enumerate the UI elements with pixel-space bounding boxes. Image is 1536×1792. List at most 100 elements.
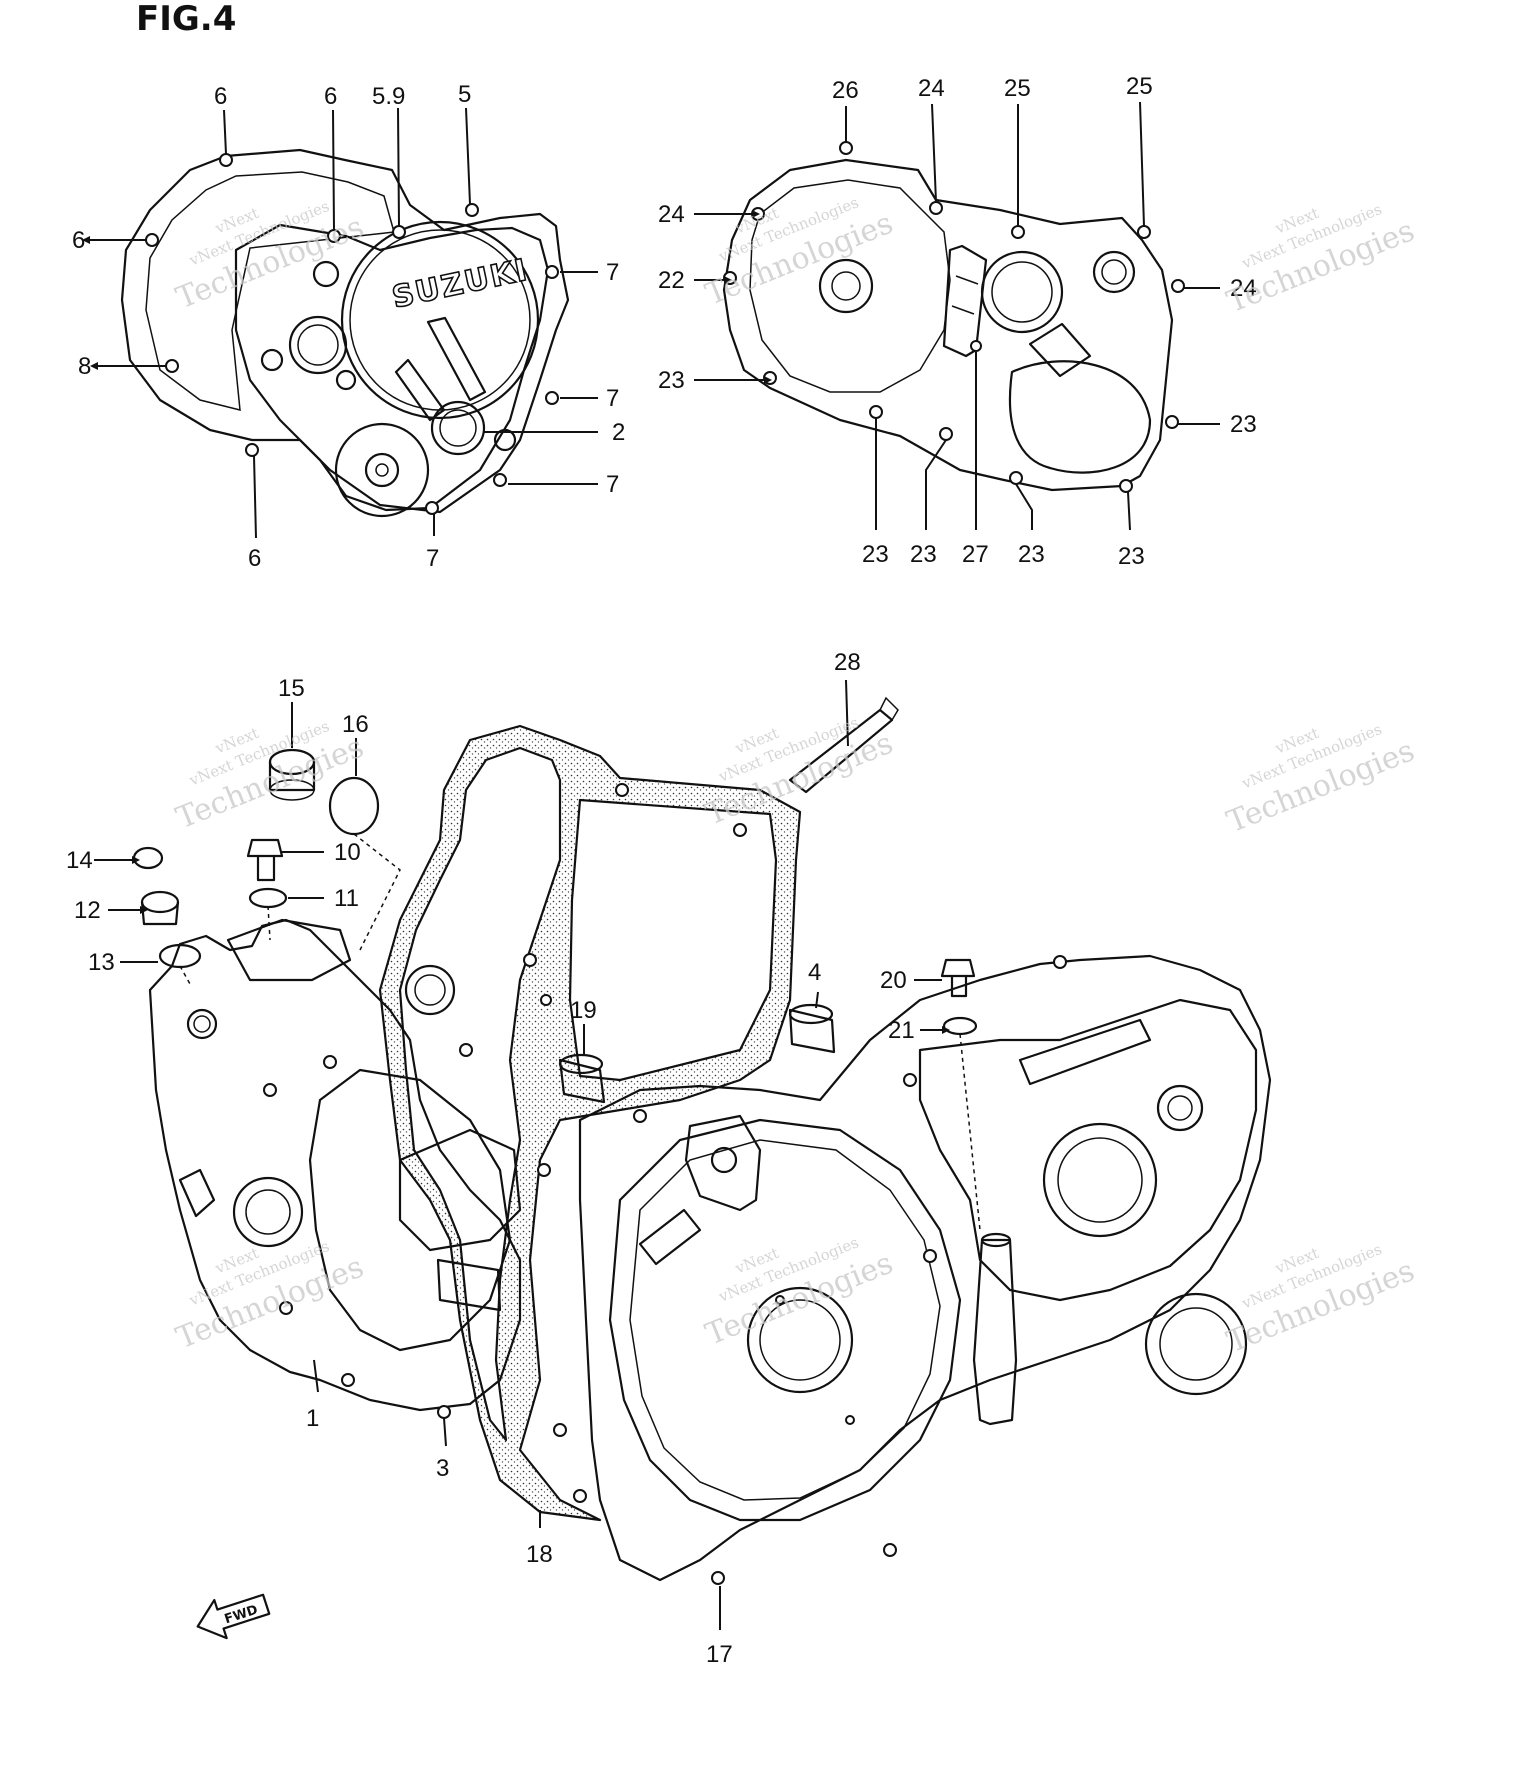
watermark: vNext vNext Technologies Technologies — [1222, 200, 1419, 320]
dowel-pin-4 — [788, 1008, 836, 1054]
callout-8: 8 — [78, 353, 91, 380]
gasket-strap — [942, 244, 988, 358]
crankcase-bolt-holes — [263, 783, 1067, 1585]
callout-24: 24 — [918, 75, 945, 102]
water-pump-bolt — [375, 463, 389, 477]
watermark: vNext vNext Technologies Technologies — [171, 197, 368, 316]
clutch-dome — [340, 220, 540, 420]
bolt-20 — [940, 958, 976, 998]
cover-rib — [426, 316, 487, 402]
oil-sight-window-inner — [439, 409, 477, 447]
magneto-gasket-inner — [749, 179, 951, 393]
callout-7: 7 — [426, 545, 439, 572]
left-case-boss — [398, 1128, 522, 1252]
gasket-window — [568, 798, 778, 1082]
crankcase-gasket-inner — [398, 746, 562, 1442]
breather-tube-top — [980, 1232, 1012, 1248]
callout-5-9: 5.9 — [372, 83, 405, 110]
right-cover-gasket — [722, 141, 1185, 493]
top-mount-boss — [684, 1114, 762, 1212]
callout-25: 25 — [1126, 73, 1153, 100]
left-case-ridge-2 — [436, 1258, 502, 1312]
magneto-gasket-outline — [722, 158, 1174, 492]
right-case-dome-rim — [629, 1139, 941, 1501]
watermark: vNext vNext Technologies Technologies — [1222, 720, 1419, 840]
callout-20: 20 — [880, 967, 907, 994]
callout-1: 1 — [306, 1405, 319, 1432]
dowel-pin-4-end — [788, 1003, 834, 1025]
cover-rib-2 — [394, 358, 446, 422]
rear-plug-inner — [1167, 1095, 1193, 1121]
callout-2: 2 — [612, 419, 625, 446]
callout-7: 7 — [606, 385, 619, 412]
callout-3: 3 — [436, 1455, 449, 1482]
callout-18: 18 — [526, 1541, 553, 1568]
callout-7: 7 — [606, 259, 619, 286]
crank-opening — [980, 250, 1064, 334]
top-mount-hole — [710, 1146, 738, 1174]
left-case-flange — [226, 918, 352, 982]
gasket-strap-2 — [955, 275, 979, 285]
left-crankcase-half — [148, 918, 522, 1412]
rear-bearing-bore — [1042, 1122, 1158, 1238]
crank-seal-bore-inner — [759, 1299, 841, 1381]
watermark: vNext vNext Technologies Technologies — [1222, 1240, 1419, 1360]
callout-25: 25 — [1004, 75, 1031, 102]
callout-5: 5 — [458, 81, 471, 108]
oil-sight-window — [430, 400, 486, 456]
callout-14: 14 — [66, 847, 93, 874]
washer-13 — [158, 943, 202, 969]
cover-boss — [312, 260, 340, 288]
callout-11: 11 — [334, 885, 359, 912]
watermark: vNext vNext Technologies Technologies — [701, 193, 898, 312]
callout-21: 21 — [888, 1017, 915, 1044]
rear-seal-bore — [1144, 1292, 1248, 1396]
rear-plug — [1156, 1084, 1204, 1132]
right-crankcase-half — [578, 954, 1272, 1582]
washer-21 — [942, 1016, 978, 1036]
oil-pipe-bend — [879, 696, 899, 721]
callout-12: 12 — [74, 897, 101, 924]
lower-opening — [1008, 360, 1152, 474]
crank-opening-inner — [991, 261, 1053, 323]
suzuki-logo: SUZUKI — [389, 253, 532, 316]
washer-11 — [248, 887, 288, 909]
rear-seal-bore-inner — [1159, 1307, 1233, 1381]
callout-6: 6 — [214, 83, 227, 110]
drain-plug-15 — [268, 748, 316, 801]
cover-boss-3 — [335, 369, 357, 391]
rear-case-body — [918, 998, 1258, 1302]
right-case-dome — [608, 1118, 962, 1522]
left-case-port-inner — [193, 1015, 211, 1033]
callout-19: 19 — [570, 997, 597, 1024]
callout-6: 6 — [324, 83, 337, 110]
breather-tube — [972, 1238, 1018, 1426]
water-pump-housing — [334, 422, 430, 518]
magneto-bolt-holes — [723, 141, 1185, 493]
sight-plug — [493, 428, 517, 452]
callout-23: 23 — [862, 541, 889, 568]
callout-13: 13 — [88, 949, 115, 976]
crank-seal-bore — [746, 1286, 854, 1394]
callout-24: 24 — [1230, 275, 1257, 302]
magneto-boss-inner — [831, 271, 861, 301]
right-cover-callouts: 26 24 25 25 24 22 24 23 23 23 23 27 23 2… — [658, 73, 1257, 570]
crankcase-assembly — [132, 696, 1272, 1585]
callout-26: 26 — [832, 77, 859, 104]
callout-7: 7 — [606, 471, 619, 498]
lower-link — [1028, 322, 1092, 378]
o-ring-16 — [328, 776, 380, 836]
left-case-inner — [308, 1068, 512, 1352]
left-cover-callouts: 6 6 5.9 5 6 7 8 7 2 7 6 7 — [72, 81, 625, 572]
figure-title: FIG.4 — [136, 0, 236, 39]
callout-27: 27 — [962, 541, 989, 568]
rear-bearing-bore-inner — [1057, 1137, 1143, 1223]
watermark: vNext vNext Technologies Technologies — [171, 717, 368, 836]
watermark: vNext vNext Technologies Technologies — [701, 1233, 898, 1352]
left-case-seal-upper — [404, 964, 456, 1016]
gasket-strap-3 — [951, 305, 975, 315]
callout-15: 15 — [278, 675, 305, 702]
callout-22: 22 — [658, 267, 685, 294]
magneto-boss — [818, 258, 874, 314]
callout-24: 24 — [658, 201, 685, 228]
